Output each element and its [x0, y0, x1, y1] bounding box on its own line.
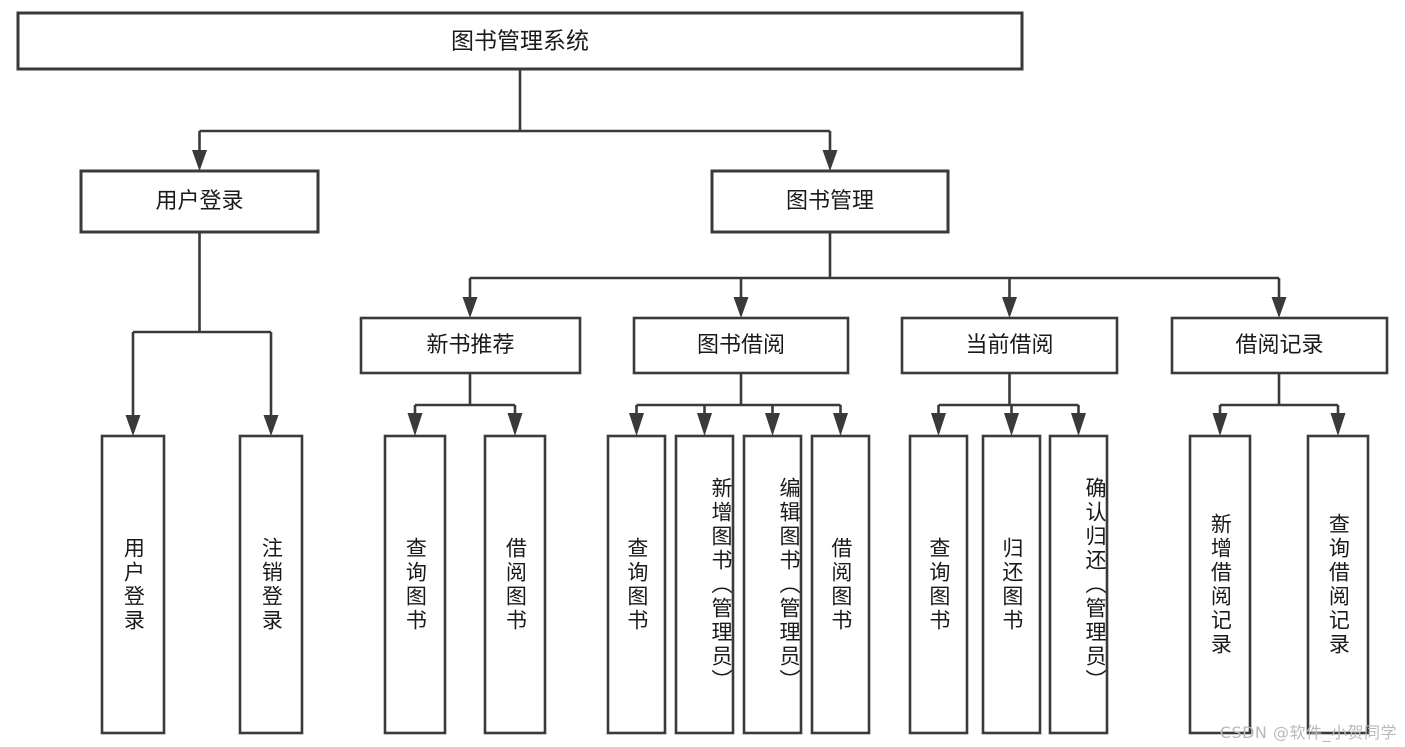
- leaf-box-user-login[interactable]: [100, 434, 166, 735]
- arrow-current-borrow-leaf-1: [931, 413, 946, 436]
- arrow-book-borrow-leaf-4: [833, 413, 848, 436]
- arrow-current-borrow-leaf-3: [1071, 413, 1086, 436]
- leaf-box-add-borrow-record[interactable]: [1188, 434, 1252, 735]
- arrow-borrow-record-leaf-2: [1330, 413, 1346, 436]
- arrow-new-book-rec-leaf-1: [407, 413, 423, 436]
- leaf-box-query-book-rec[interactable]: [383, 434, 447, 735]
- node-user-login[interactable]: 用户登录: [79, 169, 320, 234]
- leaf-box-return-book[interactable]: [981, 434, 1042, 735]
- leaf-box-query-book-current[interactable]: [908, 434, 969, 735]
- node-user-login-box[interactable]: [79, 169, 320, 234]
- node-borrow-record-box[interactable]: [1170, 316, 1389, 375]
- arrow-to-book-borrow: [733, 297, 749, 318]
- arrow-borrow-record-leaf-1: [1212, 413, 1228, 436]
- connector-group-book-mgmt: [462, 232, 1287, 318]
- arrow-book-borrow-leaf-1: [629, 413, 644, 436]
- node-user-login-label: 用户登录: [155, 189, 243, 214]
- connector-group-user-login: [125, 232, 279, 436]
- node-borrow-record-label: 借阅记录: [1235, 333, 1323, 358]
- arrow-to-current-borrow: [1002, 297, 1017, 318]
- node-root-system[interactable]: 图书管理系统: [16, 11, 1024, 71]
- node-book-borrow[interactable]: 图书借阅: [632, 316, 850, 375]
- csdn-watermark: CSDN @软件_小贺同学: [1219, 723, 1397, 742]
- leaf-box-borrow-book-rec[interactable]: [483, 434, 547, 735]
- arrow-to-new-book-rec: [462, 297, 478, 318]
- arrow-user-login-leaf-1: [125, 415, 141, 436]
- node-book-management-box[interactable]: [710, 169, 950, 234]
- leaf-box-query-borrow-record[interactable]: [1306, 434, 1370, 735]
- arrow-user-login-leaf-2: [263, 415, 279, 436]
- connector-group-current-borrow: [931, 373, 1086, 436]
- connector-group-root: [192, 69, 838, 171]
- node-root-system-box[interactable]: [16, 11, 1024, 71]
- arrow-book-borrow-leaf-2: [697, 413, 712, 436]
- connector-group-new-book-rec: [407, 373, 523, 436]
- arrow-current-borrow-leaf-2: [1004, 413, 1019, 436]
- node-new-book-recommend-label: 新书推荐: [426, 333, 514, 358]
- leaf-box-borrow-book[interactable]: [810, 434, 871, 735]
- node-current-borrow-box[interactable]: [900, 316, 1119, 375]
- connector-group-book-borrow: [629, 373, 848, 436]
- arrow-to-borrow-record: [1271, 297, 1287, 318]
- leaf-box-query-book-borrow[interactable]: [606, 434, 667, 735]
- arrow-root-to-user-login: [192, 150, 207, 171]
- leaf-box-edit-book-admin[interactable]: [742, 434, 803, 735]
- node-book-borrow-box[interactable]: [632, 316, 850, 375]
- arrow-book-borrow-leaf-3: [765, 413, 780, 436]
- node-borrow-record[interactable]: 借阅记录: [1170, 316, 1389, 375]
- leaf-box-add-book-admin[interactable]: [674, 434, 735, 735]
- leaf-box-confirm-return-admin[interactable]: [1048, 434, 1109, 735]
- leaf-box-logout-login[interactable]: [238, 434, 304, 735]
- node-current-borrow[interactable]: 当前借阅: [900, 316, 1119, 375]
- node-book-management[interactable]: 图书管理: [710, 169, 950, 234]
- arrow-root-to-book-mgmt: [822, 150, 838, 171]
- node-root-system-label: 图书管理系统: [451, 29, 589, 55]
- node-book-management-label: 图书管理: [786, 189, 874, 214]
- arrow-new-book-rec-leaf-2: [507, 413, 523, 436]
- node-new-book-recommend[interactable]: 新书推荐: [359, 316, 582, 375]
- node-new-book-recommend-box[interactable]: [359, 316, 582, 375]
- connector-group-borrow-record: [1212, 373, 1346, 436]
- node-current-borrow-label: 当前借阅: [965, 333, 1053, 358]
- node-book-borrow-label: 图书借阅: [697, 333, 785, 358]
